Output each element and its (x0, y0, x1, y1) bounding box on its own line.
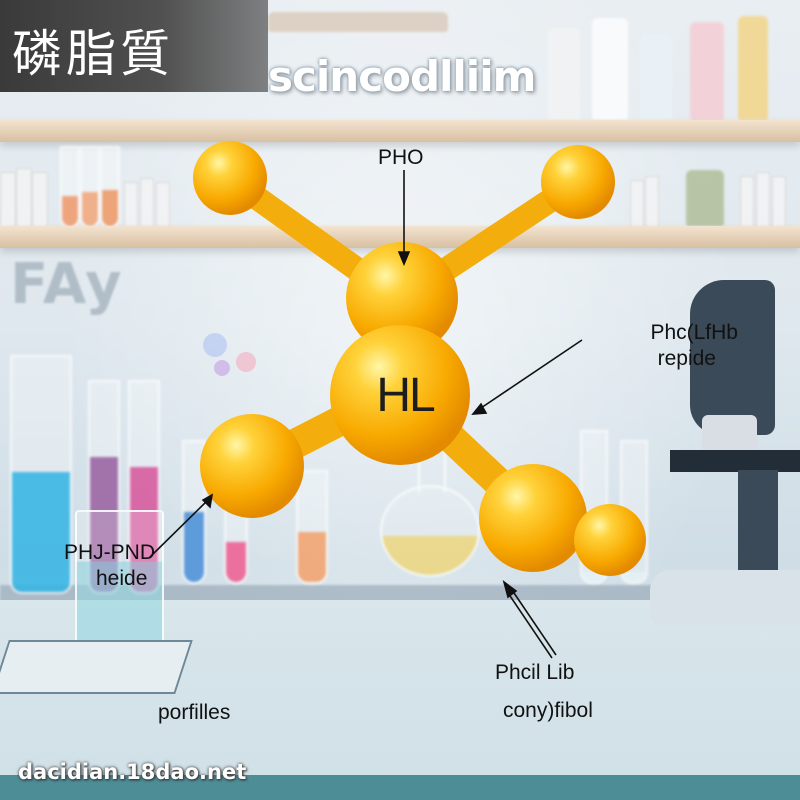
shelf-bottle (592, 18, 628, 120)
middle-shelf (0, 226, 800, 248)
round-flask (380, 440, 480, 577)
annotation-arrows (149, 170, 583, 659)
atom-upper-center (346, 242, 458, 354)
tall-cylinder-blue (10, 355, 72, 594)
microscope (650, 255, 800, 635)
atom-top-left (193, 141, 267, 215)
annotation-left-line1: PHJ-PND (64, 541, 156, 564)
bottom-bar (0, 775, 800, 800)
annotation-bottom-line2: cony)fibol (503, 699, 593, 722)
shelf-test-tube (100, 146, 120, 228)
annotation-right-line2: repide (657, 347, 716, 370)
chinese-title: 磷脂質 (12, 25, 174, 83)
background-word: FAy (10, 252, 123, 317)
shelf-bottle (548, 28, 580, 120)
annotation-bottom: Phcil Lib cony)fibol (495, 660, 645, 724)
annotation-right-line1: Phc(LfHb (650, 321, 738, 344)
shelf-bottle (738, 16, 768, 120)
watermark-text: dacidian.18dao.net (18, 760, 247, 784)
atom-bottom-right (479, 464, 587, 572)
shelf-jar (686, 170, 724, 226)
annotation-left-line2: heide (96, 567, 148, 590)
shelf-bottle (690, 22, 724, 120)
annotation-bottom-line1: Phcil Lib (495, 661, 575, 684)
annotation-left: PHJ-PND heide (64, 540, 174, 592)
center-atom-label: HL (376, 369, 435, 422)
atom-far-right (574, 504, 646, 576)
top-shelf (0, 120, 800, 142)
atom-center (330, 325, 470, 465)
shelf-bottle (268, 12, 448, 32)
shelf-bottle (640, 34, 672, 120)
annotation-misc: porfilles (158, 701, 231, 724)
shelf-test-tube (80, 146, 100, 228)
atom-top-right (541, 145, 615, 219)
shelf-test-tube (60, 146, 80, 228)
heading-text: scincodlliim (268, 52, 536, 101)
annotation-right: Phc(LfHb repide (548, 320, 738, 372)
test-tube-orange (296, 470, 328, 584)
atom-left (200, 414, 304, 518)
annotation-top: PHO (378, 146, 424, 169)
title-banner: 磷脂質 (0, 0, 268, 92)
